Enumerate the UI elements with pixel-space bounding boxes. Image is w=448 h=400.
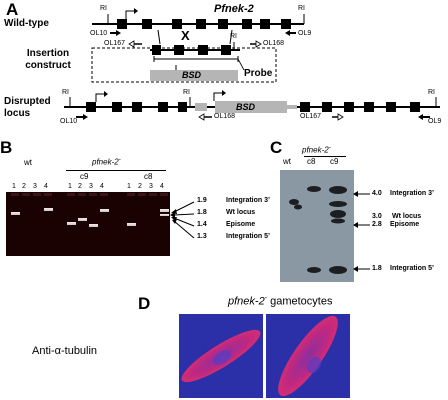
c-size-2-8: 2.8	[372, 221, 382, 228]
lane-number: 3	[89, 183, 93, 190]
lane-number: 3	[149, 183, 153, 190]
ri-label-wt-left: RI	[100, 5, 107, 12]
lane-number: 4	[100, 183, 104, 190]
c-lane-c8: c8	[307, 157, 316, 166]
panel-a-letter: A	[6, 0, 19, 19]
wildtype-label: Wild-type	[4, 18, 49, 29]
c-mutant-header-bar	[304, 156, 346, 157]
clone-c8-label: c8	[144, 172, 153, 181]
ri-label-disrupted-right: RI	[428, 89, 435, 96]
lane-number: 1	[68, 183, 72, 190]
b-size-1-8: 1.8	[197, 209, 207, 216]
b-size-1-4: 1.4	[197, 221, 207, 228]
pcr-gel-image	[6, 192, 170, 256]
b-size-1-9: 1.9	[197, 197, 207, 204]
b-name-integration3: Integration 3’	[226, 197, 270, 204]
panel-d-letter: D	[138, 294, 151, 313]
insertion-construct-label: Insertion construct	[25, 48, 71, 71]
b-name-integration5: Integration 5’	[226, 233, 270, 240]
c-name-integration3: Integration 3’	[390, 190, 434, 197]
c-size-4-0: 4.0	[372, 190, 382, 197]
clone-c9-label: c9	[80, 172, 89, 181]
c-lane-c9: c9	[330, 157, 339, 166]
ri-label-construct: RI	[230, 33, 237, 40]
disrupted-locus-label: Disrupted locus	[4, 96, 51, 119]
lane-number: 1	[12, 183, 16, 190]
ri-label-disrupted-left: RI	[62, 89, 69, 96]
lane-number: 2	[22, 183, 26, 190]
c-mutant-header: pfnek-2-	[302, 145, 331, 155]
wt-header: wt	[24, 158, 32, 167]
b-size-1-3: 1.3	[197, 233, 207, 240]
bsd-label-construct: BSD	[182, 70, 202, 80]
ol167-label-construct: OL167	[104, 40, 126, 47]
ol9-label-wt: OL9	[298, 30, 312, 37]
blot-bands	[289, 186, 347, 274]
gene-locus-diagram	[64, 8, 440, 121]
ol10-label-disrupted: OL10	[60, 118, 78, 125]
stain-label: Anti-α-tubulin	[32, 345, 98, 357]
ol10-label-wt: OL10	[90, 30, 108, 37]
gel-bands	[11, 208, 169, 227]
ol168-label-disrupted: OL168	[214, 113, 236, 120]
gametocyte-image-1	[179, 314, 263, 398]
ol9-label-disrupted: OL9	[428, 118, 442, 125]
b-name-episome: Episome	[226, 221, 256, 228]
gel-b-arrows	[170, 201, 195, 239]
c-name-episome: Episome	[390, 221, 420, 228]
lane-number: 4	[160, 183, 164, 190]
panel-c-letter: C	[270, 138, 283, 157]
c-lane-wt: wt	[283, 157, 291, 166]
ri-label-wt-right: RI	[298, 5, 305, 12]
crossover-x: X	[181, 28, 190, 43]
c-size-3-0: 3.0	[372, 213, 382, 220]
lane-number: 1	[127, 183, 131, 190]
gametocyte-image-2	[266, 314, 350, 398]
c-name-wt-locus: Wt locus	[392, 213, 422, 220]
ri-label-disrupted-mid: RI	[183, 89, 190, 96]
probe-label: Probe	[244, 68, 273, 79]
c-size-1-8: 1.8	[372, 265, 382, 272]
construct-exons	[152, 45, 231, 55]
mutant-header-bar	[66, 170, 166, 171]
mutant-header: pfnek-2-	[92, 157, 121, 167]
lane-number: 2	[138, 183, 142, 190]
bsd-label-disrupted: BSD	[236, 102, 256, 112]
panel-b-letter: B	[0, 138, 13, 157]
lane-number: 2	[78, 183, 82, 190]
lane-number: 3	[33, 183, 37, 190]
blot-c-arrows	[353, 191, 370, 272]
wildtype-exons	[117, 19, 291, 29]
b-name-wt-locus: Wt locus	[226, 209, 256, 216]
ol168-label-construct: OL168	[263, 40, 285, 47]
disrupted-exons	[86, 102, 420, 112]
lane-number: 4	[44, 183, 48, 190]
panel-d-title: pfnek-2- gametocytes	[228, 295, 333, 308]
ol167-label-disrupted: OL167	[300, 113, 322, 120]
southern-blot-image	[280, 170, 354, 282]
gene-name-label: Pfnek-2	[214, 3, 254, 15]
c-name-integration5: Integration 5’	[390, 265, 434, 272]
